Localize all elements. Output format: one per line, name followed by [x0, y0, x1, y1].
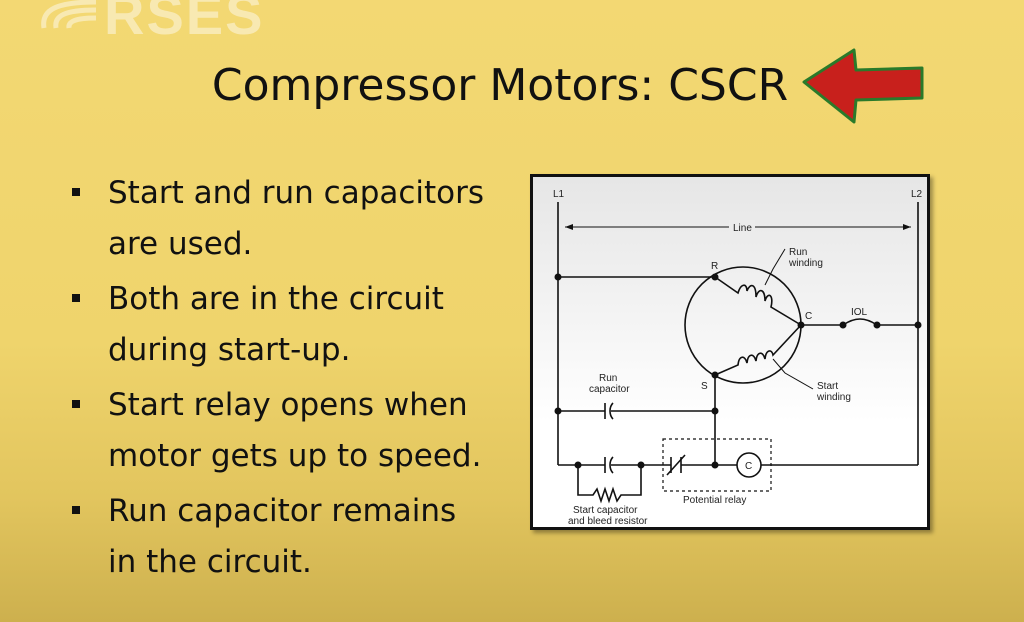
start-capacitor-plate: [609, 456, 614, 474]
run-winding-label: winding: [788, 258, 823, 269]
wiring-diagram-svg: L1 L2 Line R S C IOL Run winding Start w…: [553, 189, 923, 527]
bullet-text: during start-up.: [108, 332, 351, 368]
run-capacitor-label: capacitor: [589, 384, 630, 395]
start-winding-coil: [714, 324, 802, 376]
junction-dot: [554, 407, 562, 415]
iol-switch: [842, 318, 878, 326]
run-capacitor-plate: [609, 402, 614, 420]
bullet-list: Start and run capacitors are used. Both …: [70, 168, 530, 592]
bullet-item: Start relay opens when motor gets up to …: [70, 380, 530, 482]
relay-coil-label: C: [745, 461, 752, 472]
junction-dot: [873, 321, 881, 329]
junction-dot: [711, 461, 719, 469]
start-winding-label: Start: [817, 381, 838, 392]
bullet-text: motor gets up to speed.: [108, 438, 482, 474]
rses-logo: RSES: [104, 0, 265, 46]
junction-dot: [839, 321, 847, 329]
cscr-wiring-diagram: L1 L2 Line R S C IOL Run winding Start w…: [530, 174, 930, 530]
iol-label: IOL: [851, 307, 868, 318]
rses-logo-swoosh-icon: [41, 0, 97, 29]
bullet-text: Both are in the circuit: [108, 281, 444, 317]
l1-label: L1: [553, 189, 565, 200]
bullet-marker: [72, 188, 80, 196]
start-capacitor-label: and bleed resistor: [568, 516, 648, 527]
run-winding-label: Run: [789, 247, 807, 258]
red-arrow-icon: [802, 48, 924, 124]
junction-dot: [797, 321, 805, 329]
line-label: Line: [733, 223, 752, 234]
junction-dot: [711, 371, 719, 379]
start-capacitor-label: Start capacitor: [573, 505, 638, 516]
junction-dot: [637, 461, 645, 469]
bullet-item: Both are in the circuit during start-up.: [70, 274, 530, 376]
l2-label: L2: [911, 189, 923, 200]
junction-dot: [554, 273, 562, 281]
bullet-marker: [72, 294, 80, 302]
bullet-text: in the circuit.: [108, 544, 312, 580]
compressor-motor-circle: [684, 266, 802, 384]
run-capacitor-label: Run: [599, 373, 617, 384]
bleed-resistor: [577, 465, 642, 504]
junction-dot: [711, 273, 719, 281]
bullet-text: Start and run capacitors: [108, 175, 485, 211]
r-label: R: [711, 261, 718, 272]
start-winding-label: winding: [816, 392, 851, 403]
bullet-marker: [72, 400, 80, 408]
potential-relay-box: [662, 438, 772, 492]
bullet-item: Start and run capacitors are used.: [70, 168, 530, 270]
relay-contact-slash: [666, 454, 686, 476]
start-winding-leader: [772, 358, 814, 390]
bullet-marker: [72, 506, 80, 514]
bullet-text: Run capacitor remains: [108, 493, 457, 529]
run-winding-coil: [714, 276, 802, 326]
junction-dot: [711, 407, 719, 415]
bullet-item: Run capacitor remains in the circuit.: [70, 486, 530, 588]
potential-relay-label: Potential relay: [683, 495, 746, 506]
s-label: S: [701, 381, 708, 392]
junction-dot: [914, 321, 922, 329]
slide-title: Compressor Motors: CSCR: [211, 60, 789, 111]
bullet-text: Start relay opens when: [108, 387, 468, 423]
bullet-text: are used.: [108, 226, 253, 262]
c-label: C: [805, 311, 812, 322]
junction-dot: [574, 461, 582, 469]
run-winding-leader: [764, 248, 786, 286]
